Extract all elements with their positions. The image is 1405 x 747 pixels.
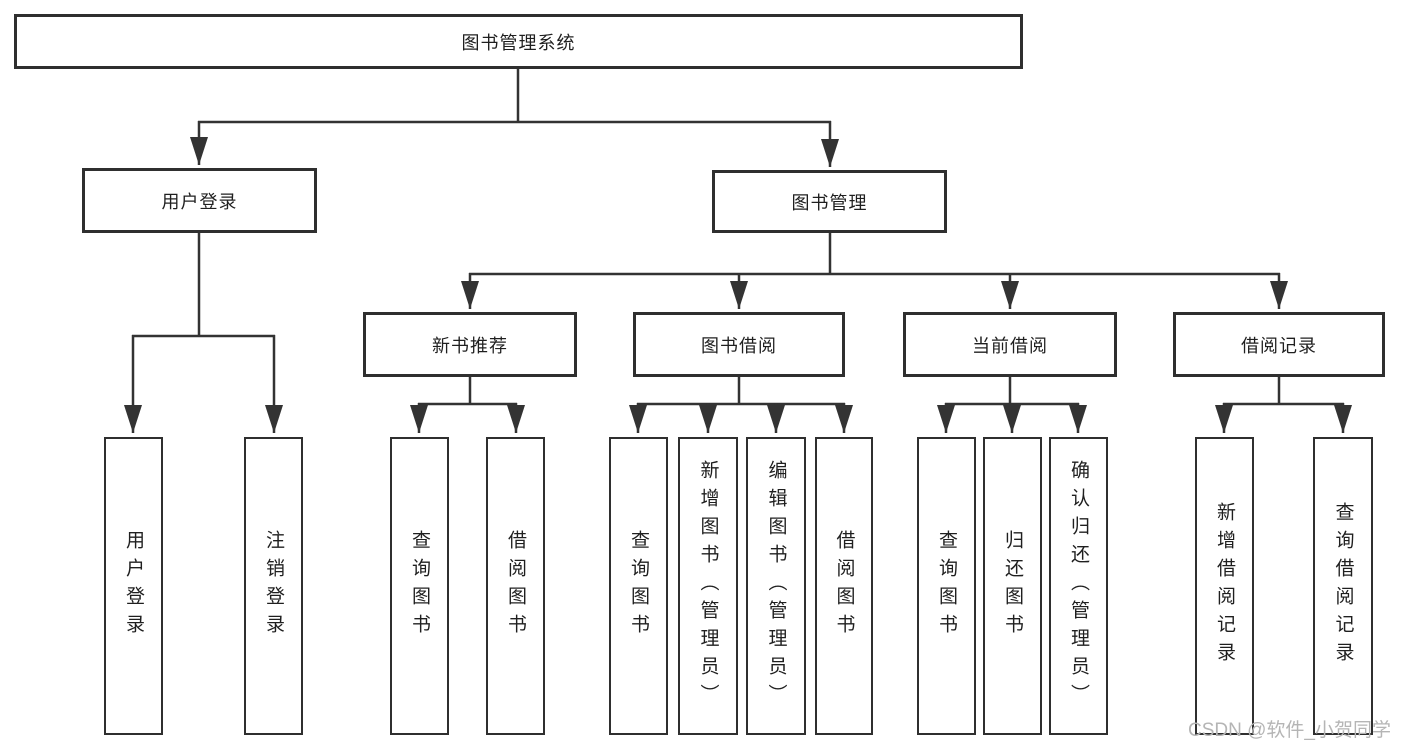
- leaf-query-books-borrow: 查询图书: [609, 437, 668, 735]
- node-label: 当前借阅: [972, 335, 1048, 356]
- node-borrow-records: 借阅记录: [1173, 312, 1385, 377]
- leaf-borrow-books-borrow: 借阅图书: [815, 437, 873, 735]
- node-label: 图书管理: [791, 192, 868, 213]
- leaf-user-login: 用户登录: [104, 437, 163, 735]
- leaf-label: 注销登录: [263, 530, 284, 642]
- node-book-borrow: 图书借阅: [633, 312, 845, 377]
- leaf-label: 新增图书（管理员）: [697, 460, 719, 712]
- node-label: 用户登录: [161, 191, 238, 212]
- node-user-login-branch: 用户登录: [82, 168, 317, 233]
- leaf-label: 用户登录: [123, 530, 144, 642]
- node-current-borrow: 当前借阅: [903, 312, 1117, 377]
- leaf-label: 借阅图书: [833, 530, 855, 642]
- leaf-edit-book-admin: 编辑图书（管理员）: [746, 437, 806, 735]
- leaf-label: 借阅图书: [505, 530, 526, 642]
- leaf-label: 查询借阅记录: [1332, 502, 1354, 670]
- leaf-label: 新增借阅记录: [1214, 502, 1235, 670]
- leaf-label: 查询图书: [936, 530, 957, 642]
- leaf-query-books-current: 查询图书: [917, 437, 976, 735]
- node-new-book-recommend: 新书推荐: [363, 312, 577, 377]
- leaf-query-borrow-record: 查询借阅记录: [1313, 437, 1373, 735]
- node-label: 图书借阅: [701, 335, 777, 356]
- leaf-confirm-return-admin: 确认归还（管理员）: [1049, 437, 1108, 735]
- leaf-return-book: 归还图书: [983, 437, 1042, 735]
- leaf-logout-login: 注销登录: [244, 437, 303, 735]
- node-root-label: 图书管理系统: [461, 32, 576, 53]
- leaf-query-books-recommend: 查询图书: [390, 437, 449, 735]
- leaf-label: 查询图书: [628, 530, 649, 642]
- node-book-mgmt-branch: 图书管理: [712, 170, 947, 233]
- node-label: 借阅记录: [1241, 335, 1317, 356]
- csdn-watermark: CSDN @软件_小贺同学: [1188, 720, 1391, 741]
- leaf-label: 确认归还（管理员）: [1068, 460, 1089, 712]
- node-label: 新书推荐: [432, 335, 508, 356]
- leaf-borrow-books-recommend: 借阅图书: [486, 437, 545, 735]
- leaf-label: 编辑图书（管理员）: [765, 460, 787, 712]
- leaf-add-book-admin: 新增图书（管理员）: [678, 437, 738, 735]
- leaf-add-borrow-record: 新增借阅记录: [1195, 437, 1254, 735]
- leaf-label: 查询图书: [409, 530, 430, 642]
- leaf-label: 归还图书: [1002, 530, 1023, 642]
- node-root-system: 图书管理系统: [14, 14, 1023, 69]
